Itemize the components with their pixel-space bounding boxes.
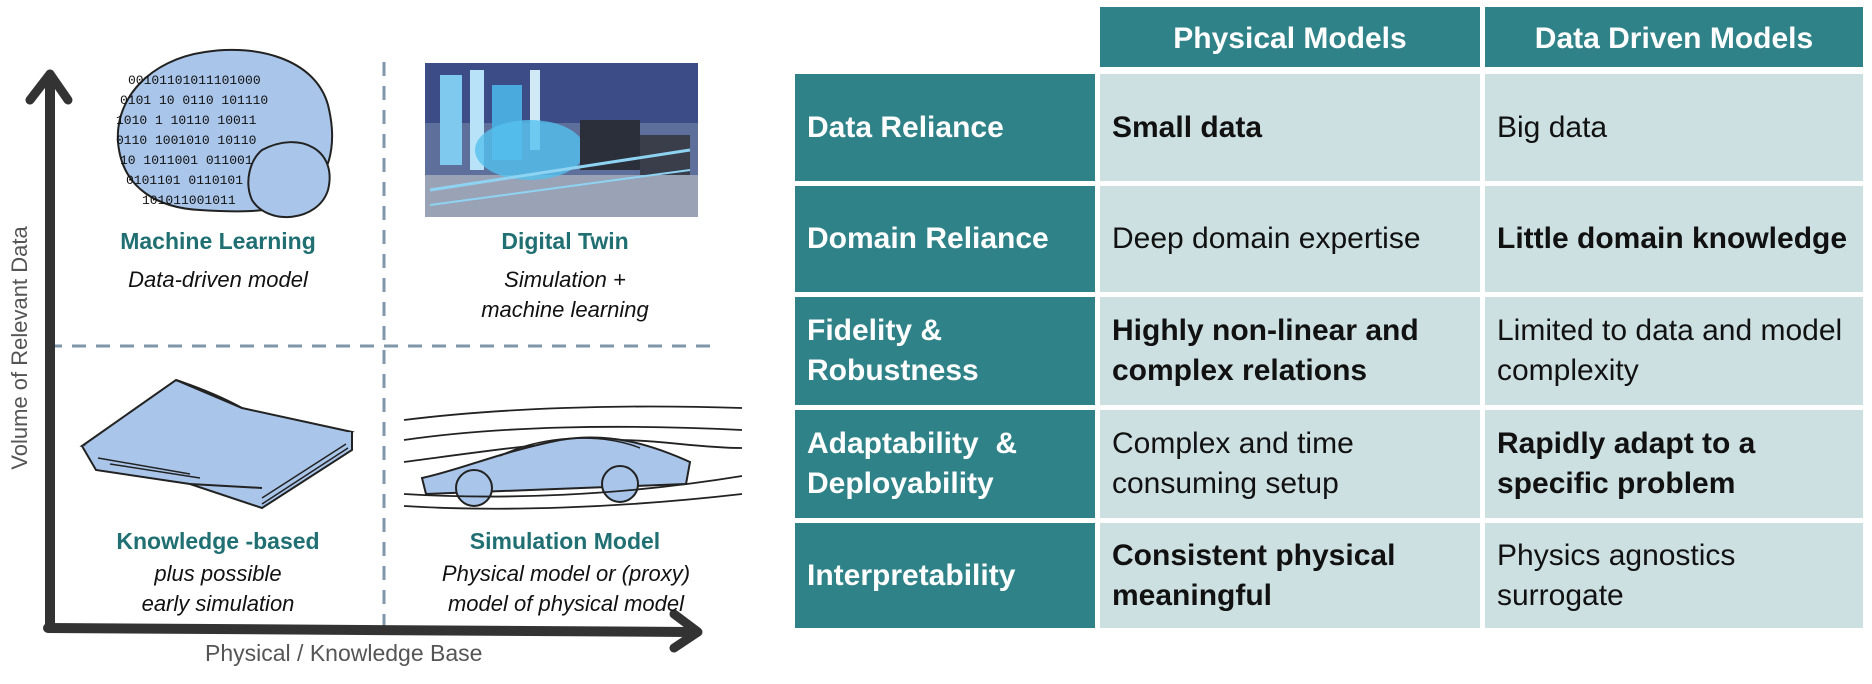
open-book-icon	[79, 378, 355, 510]
simulation-model-subtitle-line-2: model of physical model	[447, 591, 684, 616]
digital-twin-title: Digital Twin	[501, 228, 629, 254]
row-label-fidelity-robustness: Fidelity & Robustness	[795, 297, 1095, 405]
svg-text:0110 1001010 10110: 0110 1001010 10110	[116, 133, 256, 148]
y-axis-arrowhead	[25, 69, 73, 105]
row-label-line: Adaptability &	[807, 427, 1018, 460]
svg-text:0101101 0110101: 0101101 0110101	[126, 173, 243, 188]
x-axis-arrowhead	[669, 609, 703, 653]
row-label-line: Robustness	[807, 354, 979, 387]
header-data-driven-models: Data Driven Models	[1485, 7, 1863, 67]
cell-physical-domain-reliance: Deep domain expertise	[1100, 186, 1480, 292]
svg-text:101011001011: 101011001011	[142, 193, 236, 208]
factory-photo	[425, 63, 698, 217]
cell-physical-fidelity: Highly non-linear and complex relations	[1100, 297, 1480, 405]
cell-data-driven-data-reliance: Big data	[1485, 74, 1863, 181]
machine-learning-subtitle: Data-driven model	[128, 267, 308, 292]
svg-text:1010 1 10110 10011: 1010 1 10110 10011	[116, 113, 257, 128]
y-axis-label: Volume of Relevant Data	[7, 226, 32, 470]
car-airflow-icon	[403, 405, 743, 510]
header-physical-models: Physical Models	[1100, 7, 1480, 67]
digital-twin-subtitle-line-1: Simulation +	[504, 267, 626, 292]
cell-data-driven-adaptability: Rapidly adapt to a specific problem	[1485, 410, 1863, 518]
cell-data-driven-domain-reliance: Little domain knowledge	[1485, 186, 1863, 292]
row-label-domain-reliance: Domain Reliance	[795, 186, 1095, 292]
x-axis	[43, 623, 695, 637]
simulation-model-subtitle-line-1: Physical model or (proxy)	[441, 561, 691, 586]
knowledge-based-subtitle-line-2: early simulation	[141, 591, 295, 616]
digital-twin-subtitle-line-2: machine learning	[481, 297, 649, 322]
machine-learning-title: Machine Learning	[120, 228, 316, 254]
row-label-line: Fidelity &	[807, 314, 943, 347]
cell-physical-data-reliance: Small data	[1100, 74, 1480, 181]
svg-text:00101101011101000: 00101101011101000	[128, 73, 261, 88]
knowledge-based-subtitle-line-1: plus possible	[154, 561, 282, 586]
svg-text:0101 10 0110 101110: 0101 10 0110 101110	[120, 93, 268, 108]
knowledge-based-title: Knowledge -based	[116, 528, 320, 554]
simulation-model-title: Simulation Model	[469, 528, 661, 554]
row-label-data-reliance: Data Reliance	[795, 74, 1095, 181]
cell-physical-adaptability: Complex and time consuming setup	[1100, 410, 1480, 518]
cell-data-driven-interpretability: Physics agnostics surrogate	[1485, 523, 1863, 628]
x-axis-label: Physical / Knowledge Base	[205, 640, 483, 666]
row-label-adaptability-deployability: Adaptability & Deployability	[795, 410, 1095, 518]
row-label-interpretability: Interpretability	[795, 523, 1095, 628]
cell-physical-interpretability: Consistent physical meaningful	[1100, 523, 1480, 628]
binary-brain-icon: 00101101011101000 0101 10 0110 101110 10…	[116, 48, 334, 219]
cell-data-driven-fidelity: Limited to data and model complexity	[1485, 297, 1863, 405]
row-label-line: Deployability	[807, 467, 994, 500]
svg-text:10 1011001 011001: 10 1011001 011001	[120, 153, 253, 168]
